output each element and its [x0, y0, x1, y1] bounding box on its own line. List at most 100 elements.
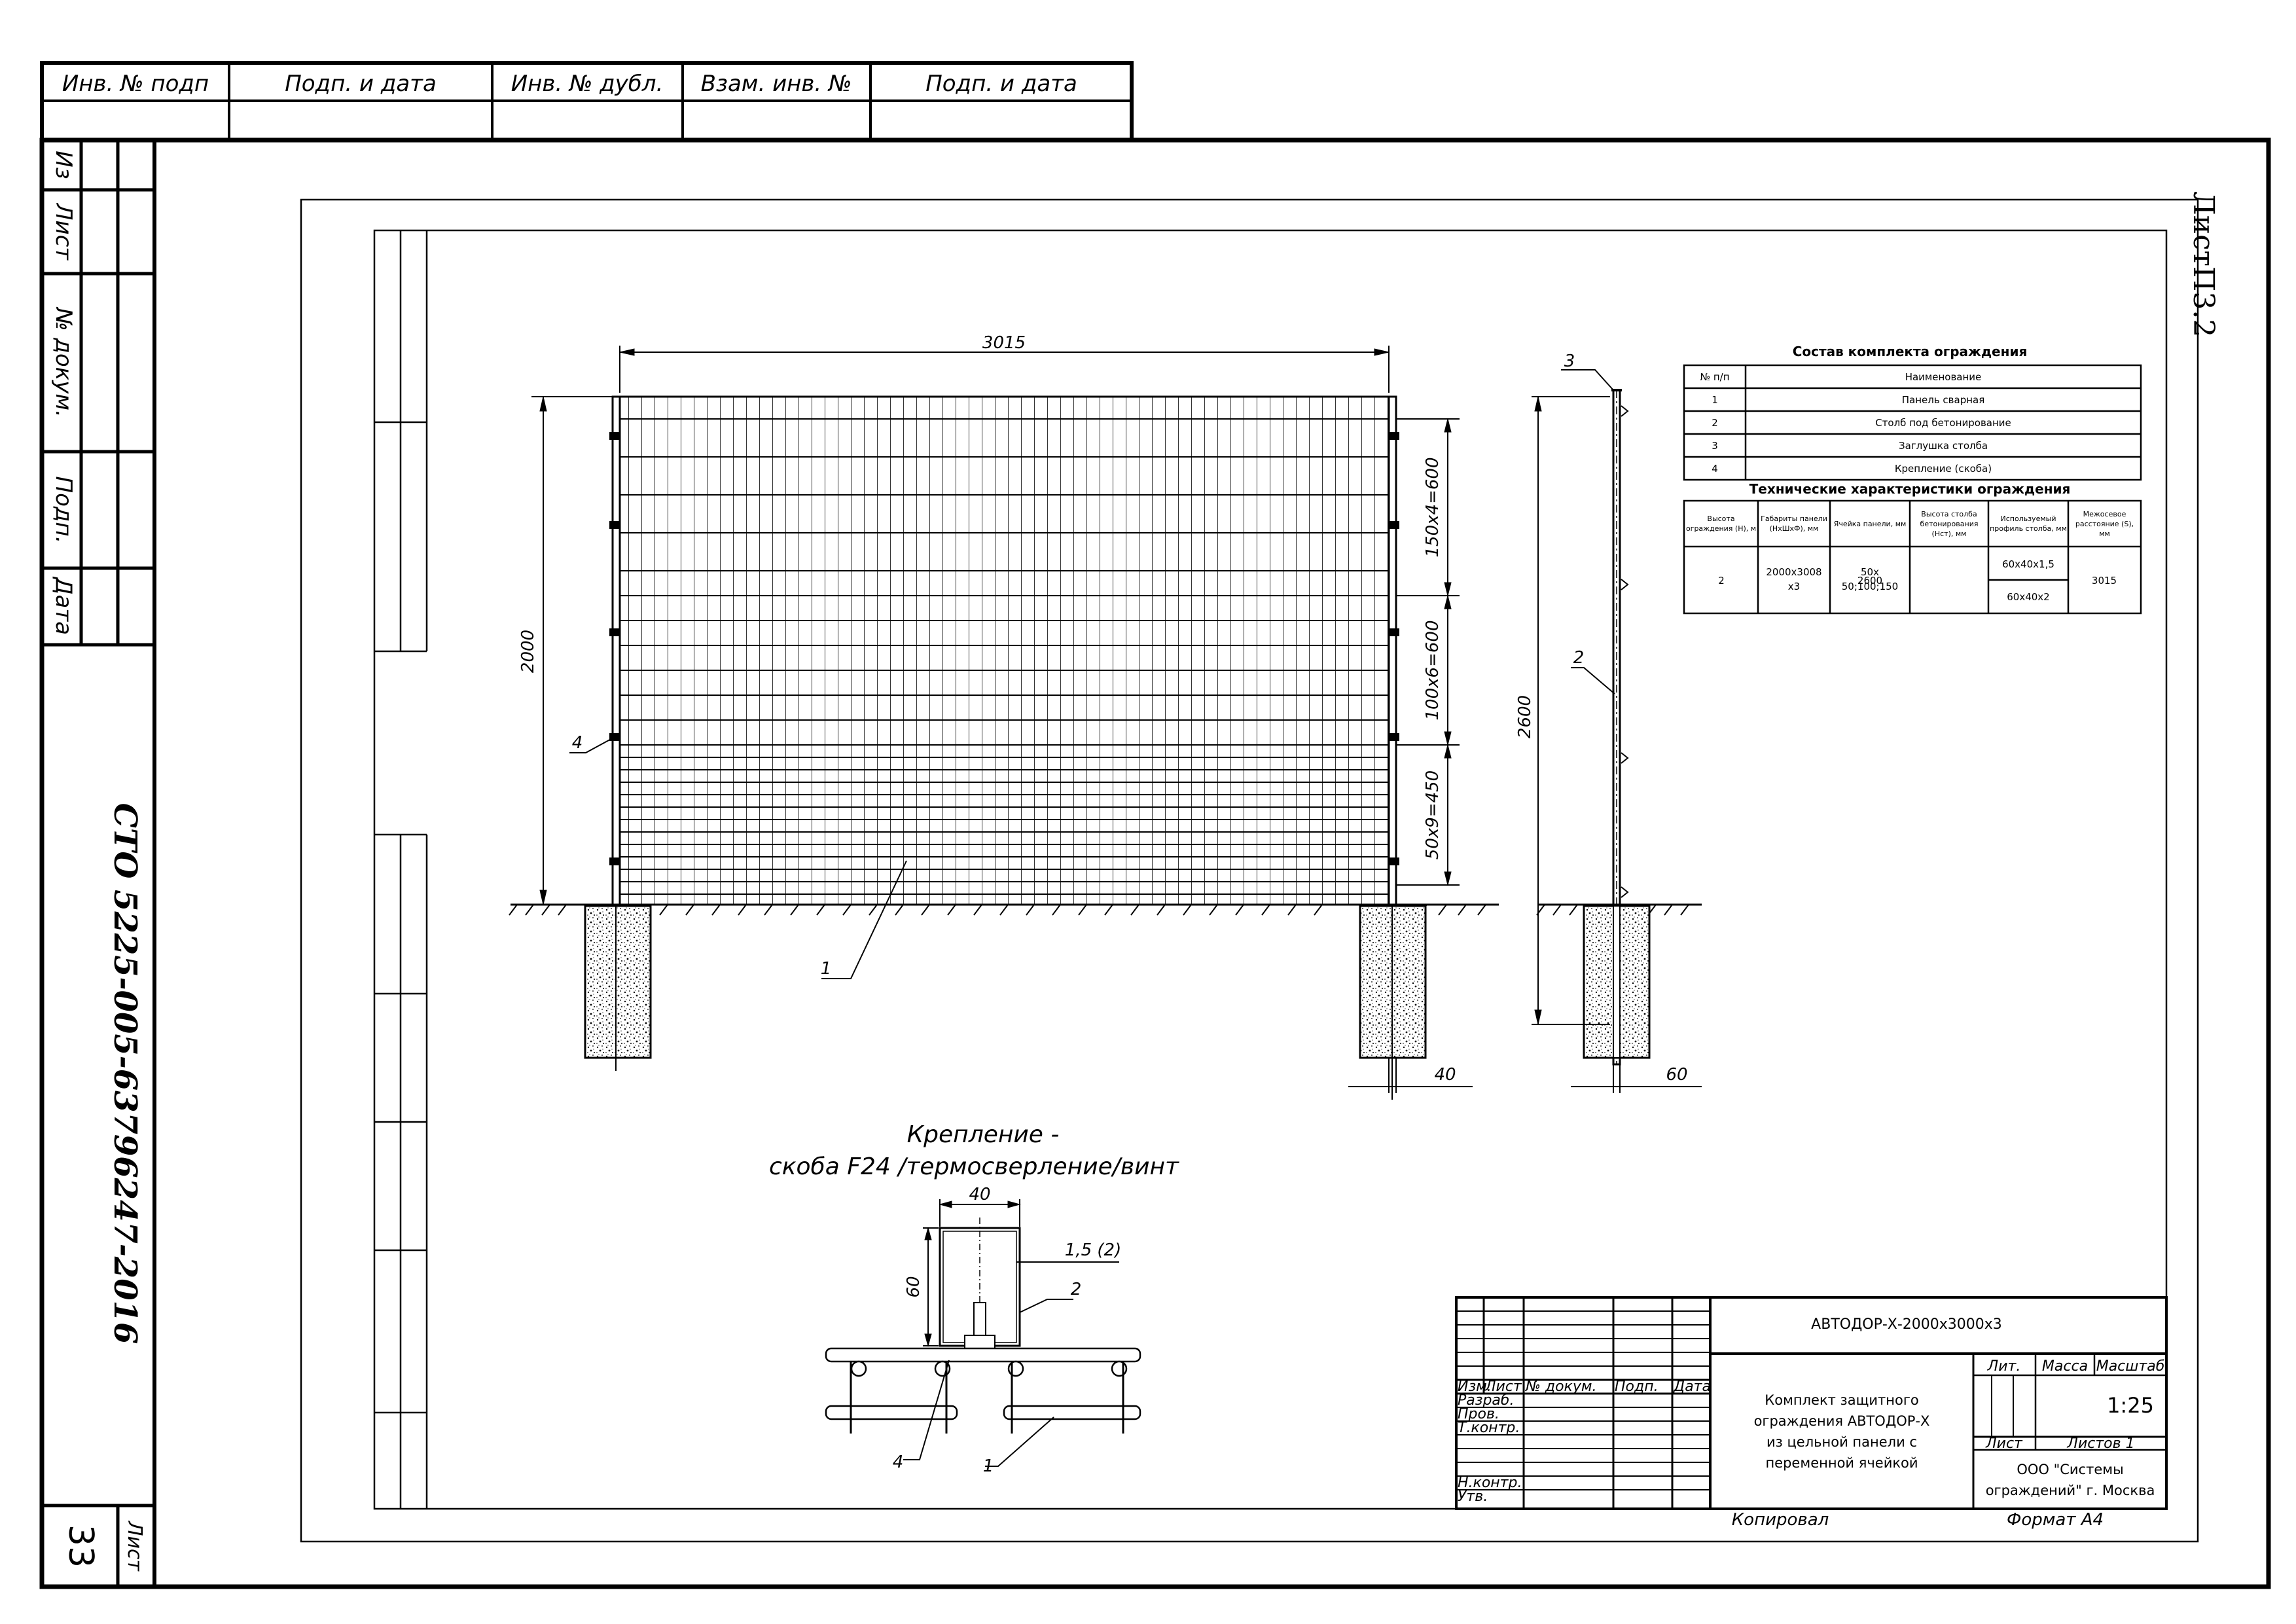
detail-dim-wall: 1,5 (2) — [1065, 1240, 1121, 1260]
tb-col-data: Дата — [1673, 1379, 1711, 1395]
tech-val-spacing: 3015 — [2092, 575, 2117, 586]
tech-table-title: Технические характеристики ограждения — [1749, 481, 2071, 497]
leader-bracket-4: 4 — [572, 733, 583, 753]
tech-val-profile-1: 60х40х1,5 — [2002, 558, 2054, 570]
dim-height-2000: 2000 — [518, 630, 538, 673]
dim-side-2600: 2600 — [1515, 695, 1535, 738]
tech-header-cell-fo: Ячейка панели, мм — [1833, 519, 1907, 528]
comp-row-3-name: Заглушка столба — [1899, 440, 1988, 452]
tech-header-cell: Ячейка панели, мм — [1833, 519, 1907, 528]
tb-col-izm: Изм. — [1458, 1379, 1492, 1395]
comp-row-1-name: Панель сварная — [1902, 394, 1985, 406]
comp-row-2-num: 2 — [1712, 417, 1718, 429]
tech-header-height-fo: Высота ограждения (Н), м — [1685, 514, 1757, 533]
detail-dim-60: 60 — [904, 1276, 924, 1297]
tech-val-cell: 50х 50;100;150 — [1841, 566, 1899, 592]
left-label-iz: Из — [50, 151, 77, 179]
tech-header-panel-fo: Габариты панели (НхШхФ), мм — [1761, 514, 1827, 533]
comp-row-4-num: 4 — [1712, 463, 1718, 475]
left-label-doc: № докум. — [50, 306, 77, 418]
comp-header-name: Наименование — [1905, 371, 1982, 383]
leader-panel-1: 1 — [821, 959, 832, 979]
tb-name-fo: Комплект защитного ограждения АВТОДОР-Х … — [1753, 1392, 1930, 1471]
composition-table-title: Состав комплекта ограждения — [1793, 344, 2028, 359]
tech-header-spacing-fo: Межосевое расстояние (S), мм — [2075, 509, 2134, 538]
tech-header-post-fo: Высота столба бетонирования (Нст), мм — [1920, 509, 1979, 538]
detail-title-2: скоба F24 /термосверление/винт — [769, 1153, 1179, 1180]
inner-frame — [300, 198, 2199, 1543]
tb-mass-label: Масса — [2042, 1358, 2088, 1375]
comp-header-num: № п/п — [1700, 371, 1729, 383]
tb-format: Формат А4 — [2007, 1510, 2104, 1530]
tech-val-panel-fo: 2000х3008 х3 — [1766, 566, 1822, 592]
left-strip — [42, 140, 154, 1587]
tb-scale-label: Масштаб — [2096, 1358, 2165, 1375]
tech-header-profile: Используемый профиль столба, мм — [1990, 514, 2067, 533]
document-code: СТО 5225-005-63796247-2016 — [107, 803, 143, 1344]
tb-row-razrab: Разраб. — [1458, 1392, 1514, 1409]
tb-row-nkontr: Н.контр. — [1458, 1475, 1522, 1491]
left-label-data: Дата — [50, 576, 77, 635]
tb-company: ООО "Системы ограждений" г. Москва — [1985, 1461, 2155, 1498]
tb-col-doc: № докум. — [1525, 1379, 1596, 1395]
dim-side-60: 60 — [1666, 1065, 1687, 1085]
tb-company-fo: ООО "Системы ограждений" г. Москва — [1985, 1461, 2155, 1498]
composition-table — [1683, 364, 2142, 481]
tech-val-post: 2600 — [1857, 575, 1882, 586]
tb-lit-label: Лит. — [1987, 1358, 2021, 1375]
tech-header-panel: Габариты панели (НхШхФ), мм — [1761, 514, 1827, 533]
tech-header-post: Высота столба бетонирования (Нст), мм — [1920, 509, 1979, 538]
tb-name: Комплект защитного ограждения АВТОДОР-Х … — [1753, 1392, 1930, 1471]
left-label-podp: Подп. — [50, 477, 77, 544]
detail-drawing — [825, 1199, 1141, 1467]
tb-sheet-label: Лист — [1985, 1435, 2023, 1452]
tech-val-cell-fo: 50х 50;100;150 — [1841, 566, 1899, 592]
tb-col-podp: Подп. — [1615, 1379, 1659, 1395]
detail-dim-40: 40 — [969, 1185, 990, 1204]
comp-row-1-num: 1 — [1712, 394, 1718, 406]
front-view — [509, 346, 1499, 1100]
dim-width-3015: 3015 — [982, 333, 1026, 353]
stamp-header-sign-date-2: Подп. и дата — [925, 71, 1077, 97]
detail-leader-1: 1 — [983, 1456, 994, 1476]
dim-seg-100: 100х6=600 — [1423, 621, 1443, 721]
title-block — [1455, 1296, 2168, 1510]
tech-header-spacing: Межосевое расстояние (S), мм — [2075, 509, 2134, 538]
detail-leader-4: 4 — [893, 1453, 904, 1472]
tech-val-height: 2 — [1718, 575, 1725, 586]
outer-frame — [39, 137, 2271, 1589]
tech-val-profile-2: 60х40х2 — [2007, 591, 2049, 603]
tb-row-utv: Утв. — [1458, 1489, 1488, 1505]
comp-row-4-name: Крепление (скоба) — [1895, 463, 1992, 475]
dim-post-40: 40 — [1434, 1065, 1456, 1085]
tb-row-prov: Пров. — [1458, 1406, 1499, 1422]
comp-row-3-num: 3 — [1712, 440, 1718, 452]
sheet-reference: ЛистП3.2 — [2187, 191, 2220, 337]
left-label-list: Лист — [50, 202, 77, 261]
comp-row-2-name: Столб под бетонирование — [1875, 417, 2011, 429]
detail-title-1: Крепление - — [907, 1121, 1060, 1148]
tb-sheets-label: Листов 1 — [2066, 1435, 2134, 1452]
stamp-header-sign-date-1: Подп. и дата — [285, 71, 437, 97]
left-sheet-label: Лист — [123, 1521, 146, 1572]
tb-designation: АВТОДОР-Х-2000х3000х3 — [1811, 1316, 2002, 1333]
tech-val-panel: 2000х3008 х3 — [1766, 566, 1822, 592]
dim-seg-50: 50х9=450 — [1423, 770, 1443, 859]
tb-scale-value: 1:25 — [2107, 1393, 2154, 1418]
stamp-header-inv-podl: Инв. № подп — [62, 71, 209, 97]
leader-cap-3: 3 — [1564, 352, 1575, 371]
tech-header-profile-fo: Используемый профиль столба, мм — [1990, 514, 2067, 533]
detail-leader-2: 2 — [1071, 1280, 1082, 1299]
tb-row-tkontr: Т.контр. — [1458, 1420, 1520, 1436]
dim-seg-150: 150х4=600 — [1423, 458, 1443, 558]
tech-table — [1683, 499, 2142, 615]
page-number: 33 — [61, 1525, 100, 1568]
tb-col-list: Лист — [1484, 1379, 1522, 1395]
stamp-header-vzam: Взам. инв. № — [701, 71, 852, 97]
tb-copied: Копировал — [1732, 1510, 1829, 1530]
tech-header-height: Высота ограждения (Н), м — [1685, 514, 1757, 533]
leader-post-2: 2 — [1573, 648, 1585, 668]
stamp-header-inv-dubl: Инв. № дубл. — [511, 71, 664, 97]
side-view — [1532, 369, 1702, 1093]
